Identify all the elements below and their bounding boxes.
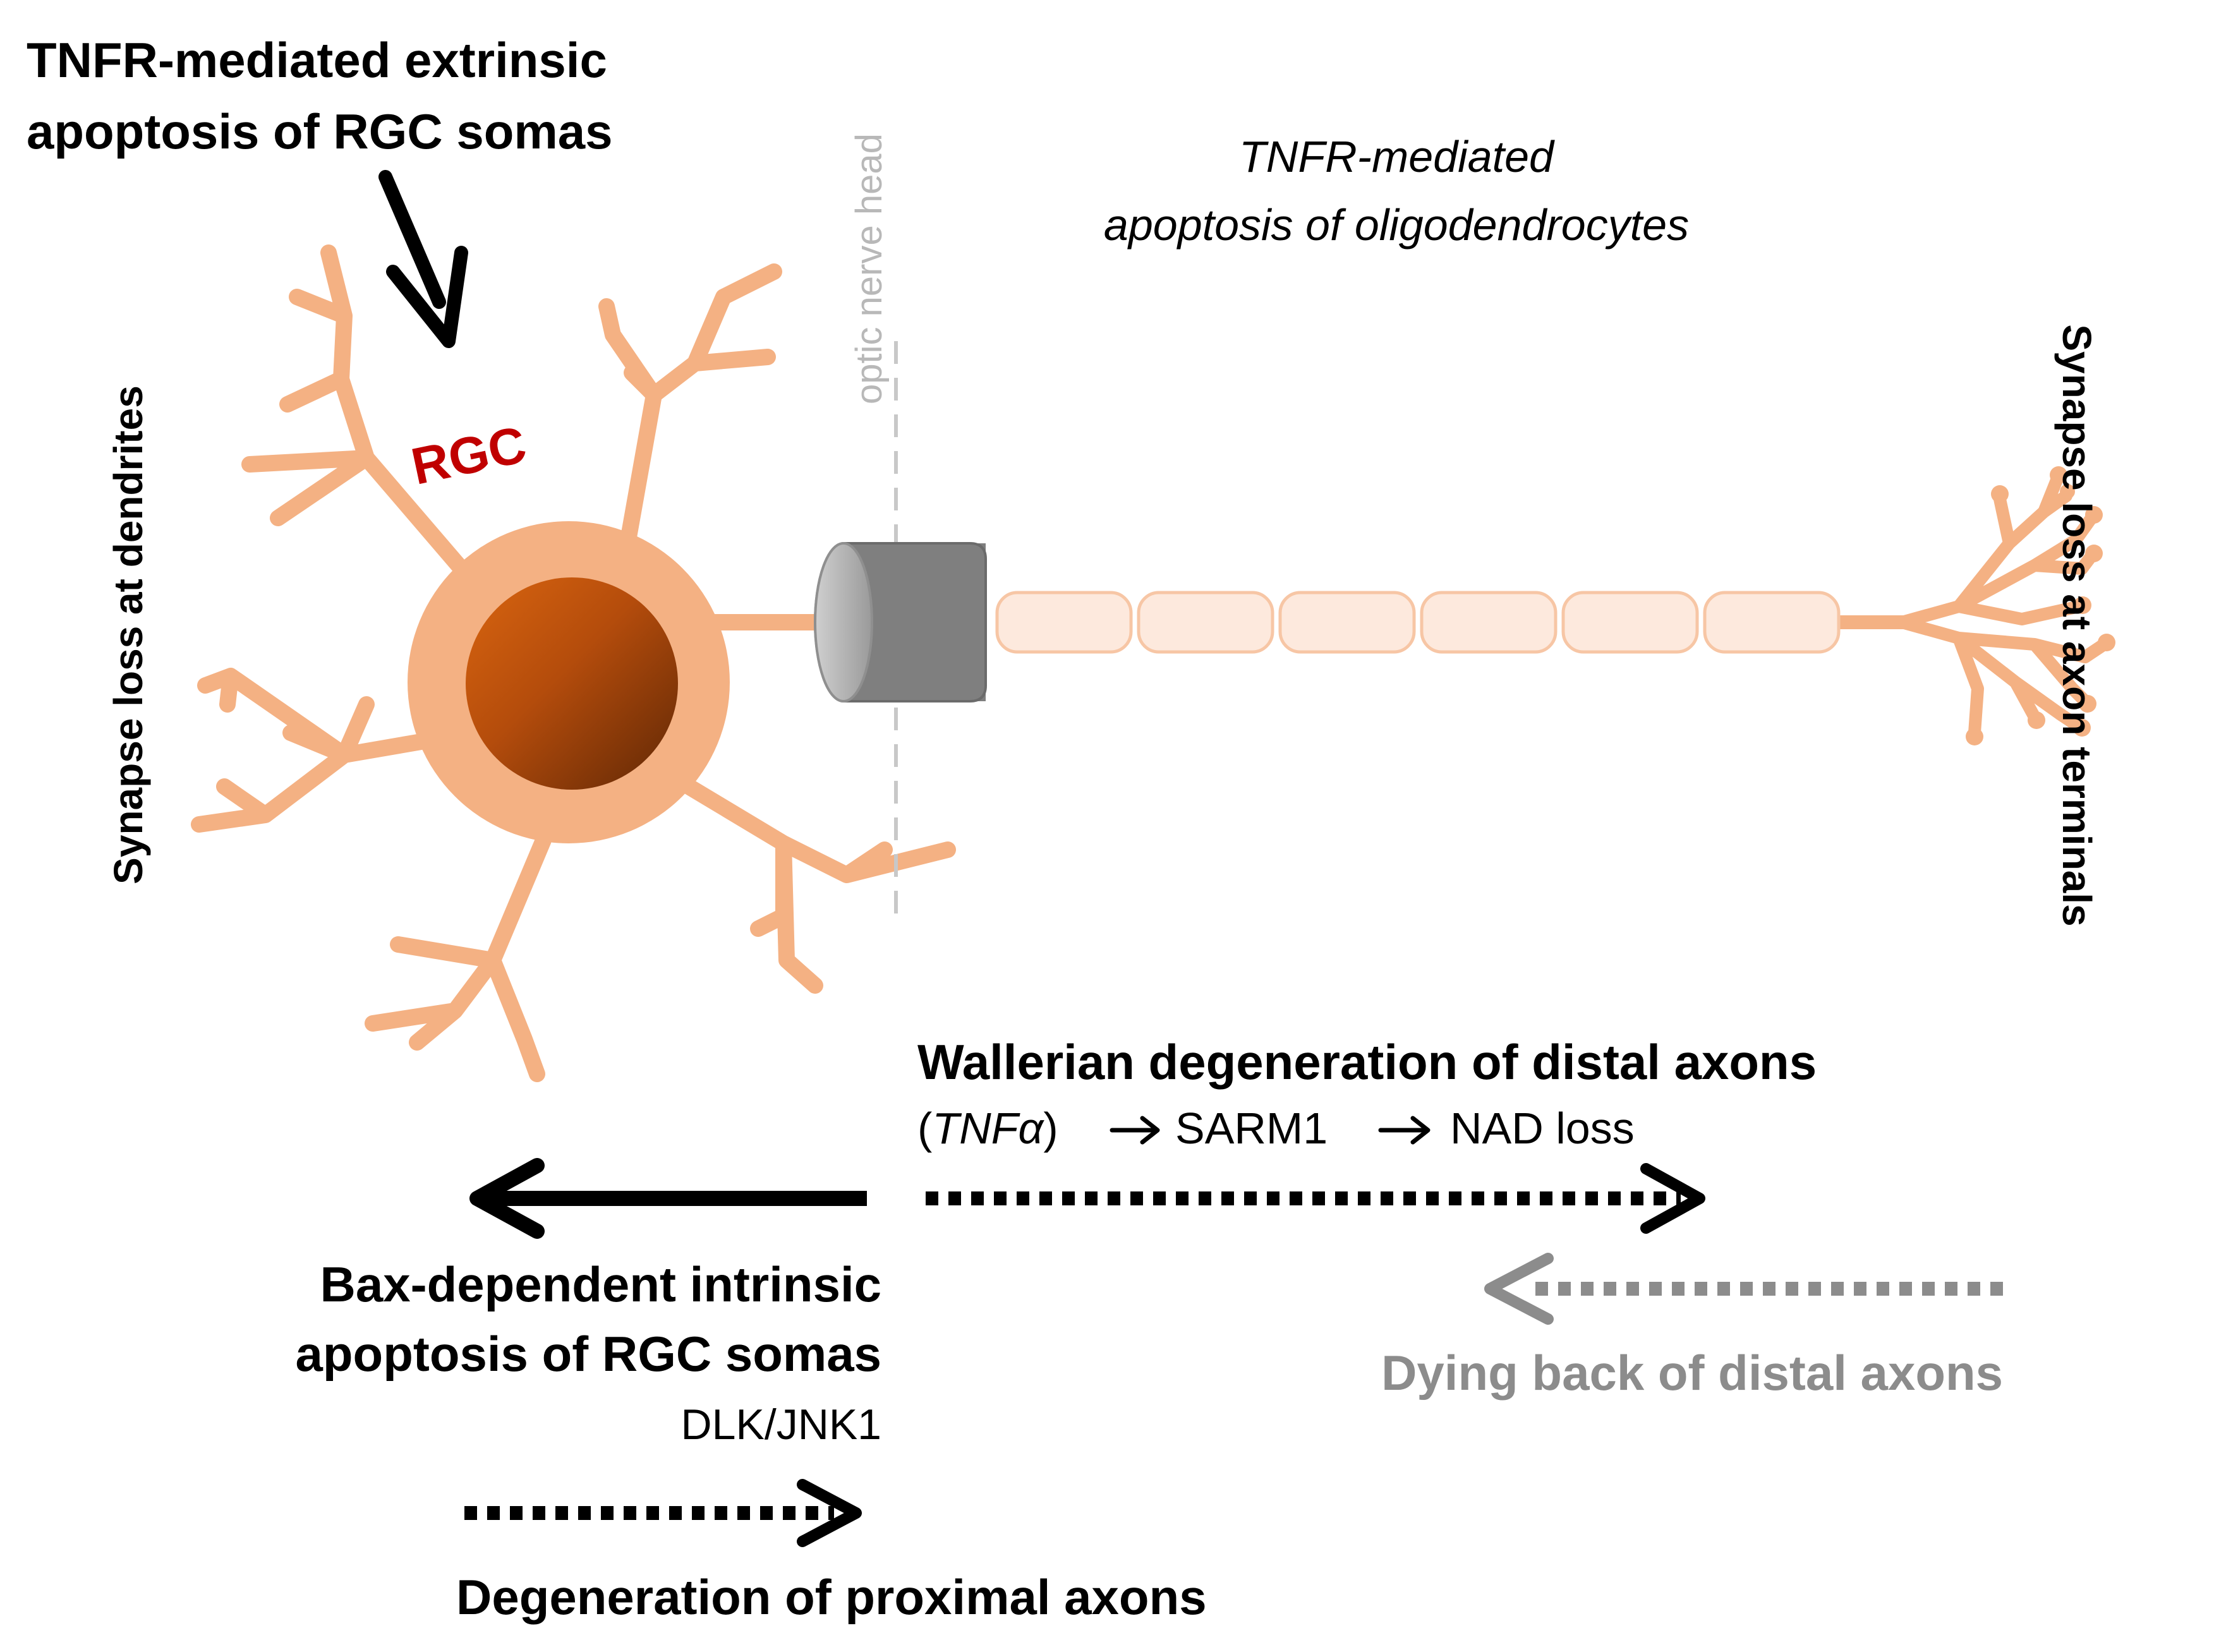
dendrite-bottom bbox=[365, 832, 552, 1082]
myelin-segment bbox=[1703, 591, 1841, 654]
tnfr-extrinsic-line1: TNFR-mediated extrinsic bbox=[27, 32, 607, 88]
wallerian-nad: NAD loss bbox=[1450, 1104, 1635, 1153]
wallerian-title: Wallerian degeneration of distal axons bbox=[917, 1034, 1817, 1090]
svg-text:(TNFα): (TNFα) bbox=[917, 1104, 1058, 1153]
dendrite-top-left bbox=[241, 244, 488, 599]
synapse-axon-terminals-label: Synapse loss at axon terminals bbox=[2054, 324, 2100, 926]
tnfr-oligo-line1: TNFR-mediated bbox=[1239, 132, 1555, 181]
bax-line1: Bax-dependent intrinsic bbox=[320, 1257, 881, 1312]
wallerian-pathway: (TNFα) SARM1 NAD loss bbox=[917, 1104, 1635, 1153]
dotted-arrow-right-icon bbox=[926, 1163, 1705, 1234]
dotted-arrow-left-icon bbox=[1484, 1253, 2003, 1325]
dotted-arrow-right-icon bbox=[464, 1479, 862, 1547]
tnfr-oligo-line2: apoptosis of oligodendrocytes bbox=[1104, 200, 1689, 250]
pathway-arrows bbox=[1110, 1116, 1431, 1145]
tnfr-extrinsic-line2: apoptosis of RGC somas bbox=[27, 104, 612, 159]
dendrite-tree bbox=[191, 244, 2110, 1082]
rgc-nucleus bbox=[466, 577, 678, 790]
dendrite-left bbox=[191, 668, 444, 833]
axon-terminal-tree bbox=[1896, 474, 2110, 739]
wallerian-paren-close: ) bbox=[1043, 1104, 1058, 1153]
synapse-dendrites-label: Synapse loss at dendrites bbox=[106, 385, 151, 884]
dlk-jnk1-label: DLK/JNK1 bbox=[681, 1401, 881, 1449]
proximal-degeneration-label: Degeneration of proximal axons bbox=[456, 1569, 1207, 1625]
dendrite-bottom-right bbox=[681, 778, 956, 994]
myelin-sheaths bbox=[995, 591, 1841, 654]
optic-nerve-head-label: optic nerve head bbox=[849, 133, 890, 404]
axon-terminal-bulbs bbox=[1966, 466, 2115, 745]
lamina-cylinder bbox=[814, 542, 987, 702]
myelin-segment bbox=[1137, 591, 1274, 654]
myelin-segment bbox=[1561, 591, 1699, 654]
wallerian-alpha: α bbox=[1018, 1104, 1044, 1153]
arrow-left-icon bbox=[469, 1158, 867, 1239]
wallerian-sarm1: SARM1 bbox=[1175, 1104, 1328, 1153]
dying-back-label: Dying back of distal axons bbox=[1381, 1345, 2003, 1401]
bax-line2: apoptosis of RGC somas bbox=[296, 1326, 881, 1382]
myelin-segment bbox=[1278, 591, 1416, 654]
wallerian-paren-open: ( bbox=[917, 1104, 932, 1153]
dendrite-top bbox=[598, 263, 782, 545]
arrow-down-right-icon bbox=[378, 170, 468, 348]
myelin-segment bbox=[995, 591, 1133, 654]
wallerian-tnf: TNF bbox=[932, 1104, 1020, 1153]
rgc-label: RGC bbox=[406, 416, 531, 496]
myelin-segment bbox=[1420, 591, 1558, 654]
